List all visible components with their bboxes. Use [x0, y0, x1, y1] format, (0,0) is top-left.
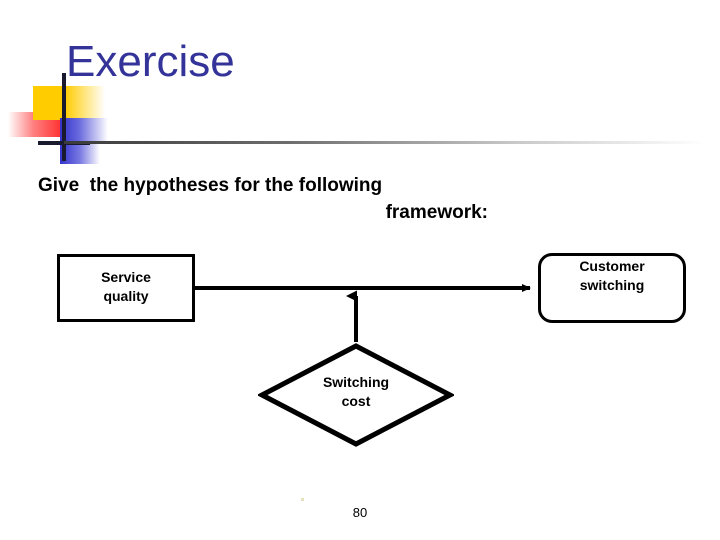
page-title: Exercise	[66, 37, 235, 86]
node-switching-cost	[258, 343, 454, 447]
body-text-line-1: Give the hypotheses for the following	[38, 175, 383, 196]
footer-marker-dot	[301, 498, 304, 501]
node-label-customer-switching: Customer switching	[579, 258, 645, 293]
page-number: 80	[352, 505, 368, 520]
body-text-line-2: framework:	[385, 202, 488, 223]
title-divider-rule	[64, 141, 706, 144]
node-label-switching-cost: Switching cost	[322, 374, 390, 409]
node-customer-switching	[538, 253, 686, 323]
node-service-quality	[57, 254, 195, 322]
node-label-service-quality: Service quality	[101, 269, 151, 304]
body-text-block: Give the hypotheses for the following fr…	[38, 172, 488, 226]
